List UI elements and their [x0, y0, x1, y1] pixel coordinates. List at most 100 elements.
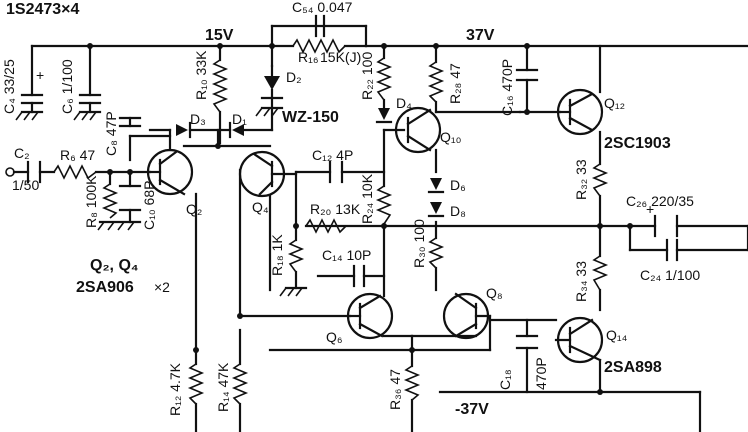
- label-q4: Q₄: [252, 199, 269, 215]
- label-r18: R₁₈ 1K: [269, 234, 285, 276]
- label-d2: D₂: [286, 69, 302, 85]
- capacitor-c8: [118, 116, 142, 128]
- resistor-r36: [403, 365, 421, 401]
- label-c18: C₁₈: [497, 369, 513, 390]
- label-r6: R₆ 47: [60, 147, 95, 163]
- capacitor-c16: [515, 68, 539, 82]
- label-r32: R₃₂ 33: [573, 159, 589, 200]
- ground-icon-r18: [279, 286, 308, 297]
- capacitor-c18: [515, 334, 539, 350]
- ground-icon-c4: [15, 110, 44, 121]
- label-pair-mult: ×2: [154, 279, 170, 295]
- label-r28: R₂₈ 47: [447, 63, 463, 104]
- label-q14: Q₁₄: [606, 327, 628, 343]
- label-c4: C₄ 33/25: [1, 59, 17, 114]
- resistor-r24: [375, 185, 393, 225]
- resistors: [53, 38, 609, 405]
- label-c54: C₅₄ 0.047: [292, 0, 353, 15]
- label-pair: Q₂, Q₄: [90, 257, 139, 274]
- label-r14: R₁₄ 47K: [215, 362, 231, 412]
- transistor-q8: [442, 292, 492, 340]
- label-c10: C₁₀ 68P: [141, 181, 157, 230]
- label-c24: C₂₄ 1/100: [640, 267, 700, 283]
- resistor-r12: [187, 363, 205, 405]
- label-r34: R₃₄ 33: [573, 261, 589, 302]
- label-q14-type: 2SA898: [604, 359, 662, 376]
- ground-icon-r8: [97, 220, 142, 231]
- resistor-r32: [591, 163, 609, 197]
- resistor-r10: [211, 59, 229, 113]
- label-pair-type: 2SA906: [76, 279, 134, 296]
- label-c2: C₂: [14, 145, 30, 161]
- zener-diode-d2: [260, 76, 284, 100]
- ground-symbols: [15, 106, 308, 297]
- label-r20: R₂₀ 13K: [310, 201, 361, 217]
- junction-dots: [87, 43, 633, 395]
- resistor-r28: [427, 61, 445, 103]
- diode-d3: [176, 121, 192, 139]
- label-c12: C₁₂ 4P: [312, 147, 353, 163]
- transistor-q10: [394, 106, 442, 154]
- svg-text:+: +: [36, 67, 44, 83]
- diode-d8: [427, 202, 445, 218]
- label-c16: C₁₆ 470P: [499, 59, 515, 116]
- capacitor-c10: [118, 184, 142, 212]
- ground-icon-c6: [73, 110, 102, 121]
- label-q12: Q₁₂: [604, 95, 625, 111]
- label-c26: C₂₆ 220/35: [626, 193, 694, 209]
- label-c18-value: 470P: [533, 357, 549, 390]
- label-q12-type: 2SC1903: [604, 135, 671, 152]
- rail-neg37v: -37V: [455, 401, 489, 418]
- label-r16-value: 15K(J): [320, 49, 361, 65]
- capacitor-c2: [26, 160, 42, 184]
- label-r16: R₁₆: [298, 49, 318, 65]
- ground-icon-zener: [255, 106, 284, 117]
- label-c2-value: 1/50: [12, 177, 39, 193]
- resistor-r16: [292, 38, 346, 54]
- label-c6: C₆ 1/100: [59, 59, 75, 114]
- diode-note: 1S2473×4: [6, 1, 80, 18]
- label-zener: WZ-150: [282, 109, 339, 126]
- resistor-r20: [305, 218, 347, 234]
- rail-37v: 37V: [466, 27, 495, 44]
- transistor-q12: [556, 88, 604, 136]
- label-r22: R₂₂ 100: [359, 52, 375, 100]
- capacitor-c54: [314, 14, 326, 38]
- capacitor-c6: [78, 93, 102, 114]
- label-q10: Q₁₀: [440, 129, 462, 145]
- label-r12: R₁₂ 4.7K: [167, 362, 183, 416]
- labels: 1S2473×4 15V 37V -37V C₄ 33/25 C₆ 1/100 …: [1, 0, 700, 418]
- input-terminal: [5, 167, 15, 177]
- diode-d1: [228, 121, 244, 139]
- label-r10: R₁₀ 33K: [193, 50, 209, 100]
- transistor-q2: [146, 148, 194, 196]
- label-d3: D₃: [190, 111, 206, 127]
- transistor-q6: [346, 292, 394, 340]
- resistor-r18: [287, 239, 305, 273]
- label-r8: R₈ 100K: [83, 175, 99, 228]
- label-r24: R₂₄ 10K: [359, 173, 375, 224]
- label-d6: D₆: [450, 177, 466, 193]
- label-q6: Q₆: [326, 329, 343, 345]
- resistor-r34: [591, 255, 609, 291]
- label-q2: Q₂: [186, 201, 202, 217]
- capacitor-c12: [328, 160, 344, 184]
- label-r36: R₃₆ 47: [387, 369, 403, 410]
- transistors: [146, 88, 604, 364]
- resistor-r6: [53, 164, 97, 180]
- resistor-r22: [375, 57, 393, 101]
- diodes: [176, 76, 445, 218]
- label-c8: C₈ 47P: [103, 111, 119, 156]
- capacitor-c4: +: [20, 67, 44, 114]
- diode-d6: [427, 178, 445, 194]
- label-c14: C₁₄ 10P: [322, 247, 371, 263]
- label-d4: D₄: [396, 95, 412, 111]
- label-d8: D₈: [450, 203, 466, 219]
- capacitor-c24: [665, 238, 679, 262]
- label-d1: D₁: [232, 111, 247, 127]
- diode-d4: [375, 108, 393, 124]
- label-q8: Q₈: [486, 285, 503, 301]
- resistor-r14: [231, 363, 249, 405]
- resistor-r30: [427, 237, 445, 269]
